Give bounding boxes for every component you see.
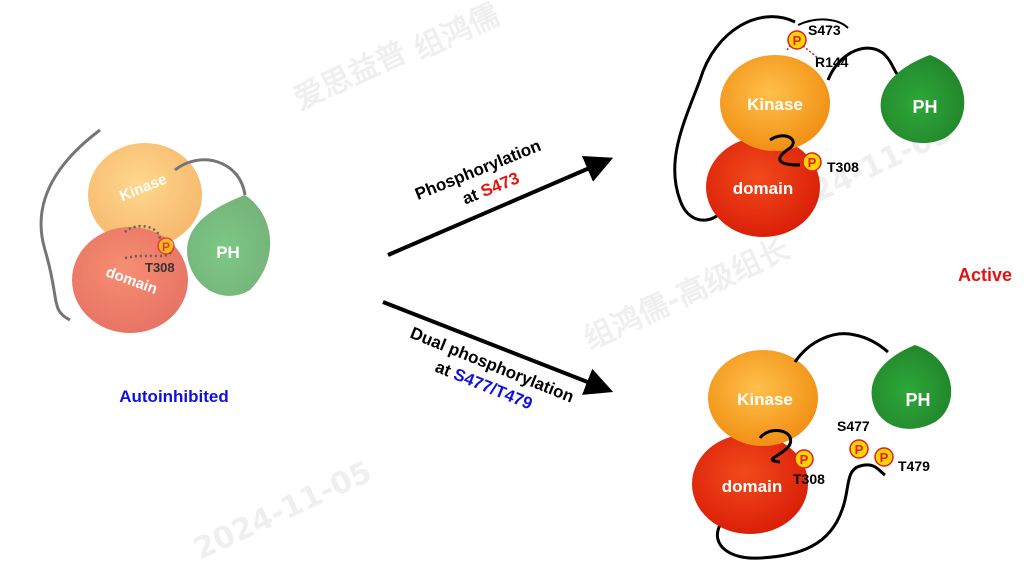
arrow-top bbox=[387, 156, 614, 257]
domain-label-bottom: domain bbox=[722, 477, 782, 496]
site-r144-top: R144 bbox=[815, 54, 849, 70]
domain-lobe-bottom bbox=[692, 434, 808, 534]
site-s477-bottom: S477 bbox=[837, 418, 870, 434]
linker-ph-bottom bbox=[793, 332, 889, 363]
arrow-top-label: Phosphorylation at S473 bbox=[412, 136, 543, 208]
kinase-lobe-top bbox=[720, 55, 830, 151]
kinase-lobe-bottom bbox=[708, 350, 818, 446]
activation-loop-top bbox=[769, 134, 801, 167]
activation-loop bbox=[124, 224, 162, 241]
ph-label-left: PH bbox=[216, 243, 240, 262]
site-t308-top: T308 bbox=[827, 159, 859, 175]
c-tail-top bbox=[673, 15, 796, 222]
svg-text:P: P bbox=[880, 450, 889, 465]
linker-ph bbox=[174, 158, 247, 196]
domain-lobe-top bbox=[706, 137, 820, 237]
ph-domain-top bbox=[880, 55, 965, 144]
watermarks: 爱思益普 组鸿儒 组鸿儒-高级组长 2024-11-05 2024-11-05 bbox=[189, 0, 958, 567]
svg-text:P: P bbox=[793, 33, 802, 48]
svg-text:P: P bbox=[808, 155, 817, 170]
phospho-t308-left: P bbox=[157, 237, 175, 255]
phospho-t308-bottom: P bbox=[794, 449, 814, 469]
ph-label-top: PH bbox=[912, 97, 937, 117]
arrow-bottom bbox=[382, 300, 614, 395]
domain-lobe bbox=[72, 227, 188, 333]
phospho-t308-top: P bbox=[802, 152, 822, 172]
watermark-text-3: 2024-11-05 bbox=[189, 454, 378, 567]
linker-ph-top bbox=[826, 46, 906, 82]
ph-domain-bottom bbox=[871, 345, 952, 429]
site-t308-bottom: T308 bbox=[793, 471, 825, 487]
phospho-t479-bottom: P bbox=[874, 447, 894, 467]
svg-text:P: P bbox=[800, 452, 809, 467]
ph-domain bbox=[187, 195, 271, 296]
kinase-lobe bbox=[88, 143, 202, 247]
active-akt-s477-t479 bbox=[692, 332, 952, 560]
site-t308-left: T308 bbox=[145, 260, 175, 275]
dashed-bond-2 bbox=[802, 45, 819, 59]
watermark-text-4: 组鸿儒 bbox=[409, 0, 505, 67]
svg-text:P: P bbox=[855, 442, 864, 457]
phospho-s473-top: P bbox=[787, 30, 807, 50]
state-active: Active bbox=[958, 265, 1012, 285]
state-autoinhibited: Autoinhibited bbox=[119, 387, 229, 406]
autoinhibited-akt bbox=[39, 128, 271, 333]
active-akt-s473 bbox=[673, 15, 965, 237]
activation-loop-2 bbox=[124, 247, 174, 260]
site-s473-top: S473 bbox=[808, 22, 841, 38]
kinase-label-top: Kinase bbox=[747, 95, 803, 114]
domain-label-top: domain bbox=[733, 179, 793, 198]
c-tail-bottom bbox=[716, 463, 886, 560]
watermark-text-1: 爱思益普 bbox=[289, 35, 413, 117]
activation-loop-bottom bbox=[758, 428, 793, 464]
site-t479-bottom: T479 bbox=[898, 458, 930, 474]
ph-label-bottom: PH bbox=[905, 390, 930, 410]
kinase-label-bottom: Kinase bbox=[737, 390, 793, 409]
arrow-bottom-label: Dual phosphorylation at S477/T479 bbox=[407, 323, 576, 413]
tail-top-right bbox=[797, 18, 849, 29]
phospho-s477-bottom: P bbox=[849, 439, 869, 459]
linker-left bbox=[39, 128, 101, 322]
p-badge-label: P bbox=[162, 240, 170, 254]
watermark-text-2: 组鸿儒-高级组长 bbox=[579, 232, 795, 358]
